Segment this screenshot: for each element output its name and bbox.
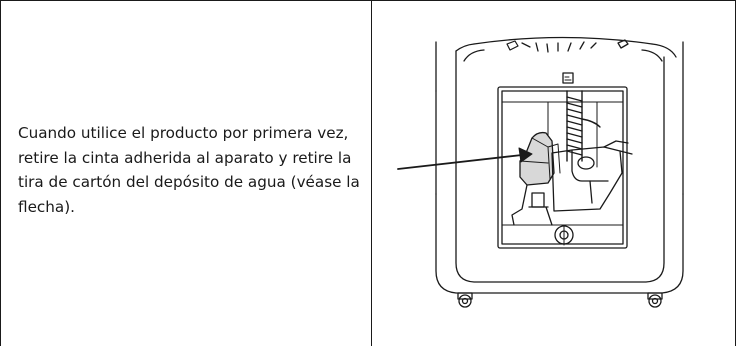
table-border-left: [0, 0, 1, 346]
appliance-body: [435, 36, 684, 294]
table-border-middle: [371, 0, 372, 346]
illustration-cell: [372, 1, 735, 346]
top-dial: [506, 39, 629, 53]
feet: [457, 292, 663, 308]
mechanism: [511, 140, 633, 226]
arrow: [397, 147, 533, 170]
instruction-text: Cuando utilice el producto por primera v…: [18, 124, 360, 216]
knob: [554, 225, 574, 245]
table-border-top: [0, 0, 736, 1]
water-tank: [519, 131, 561, 208]
symbol-icon: [562, 72, 574, 84]
compartment-frame: [497, 86, 628, 249]
appliance-illustration: [397, 36, 684, 308]
text-cell: Cuando utilice el producto por primera v…: [1, 1, 371, 346]
